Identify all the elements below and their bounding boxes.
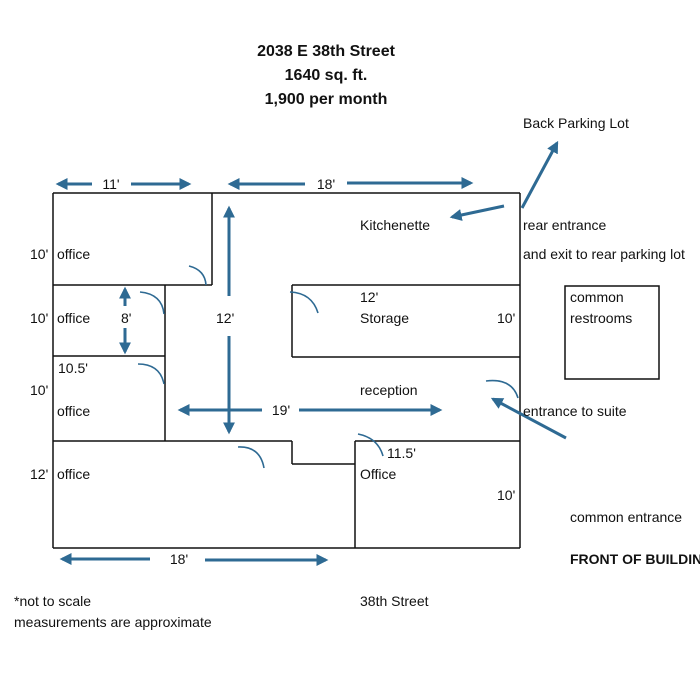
arrows <box>55 140 567 566</box>
door-swing-suite-entrance <box>485 379 519 399</box>
dim-office3-width: 10.5' <box>58 360 88 376</box>
door-swing-office4 <box>237 446 265 469</box>
dim-office1-height: 10' <box>30 246 48 262</box>
note-approximate: measurements are approximate <box>14 614 212 630</box>
dim-office4-height: 12' <box>30 466 48 482</box>
label-office-4: office <box>57 466 90 482</box>
dim-storage-width: 12' <box>360 289 378 305</box>
address-title: 2038 E 38th Street <box>257 43 396 60</box>
label-office-5: Office <box>360 466 397 482</box>
note-not-to-scale: *not to scale <box>14 593 91 609</box>
dim-office5-height: 10' <box>497 487 515 503</box>
label-office-3: office <box>57 403 90 419</box>
label-rear-entrance: rear entrance <box>523 217 606 233</box>
door-swing-office2 <box>139 291 165 315</box>
label-entrance-to-suite: entrance to suite <box>523 403 627 419</box>
arrow-entrance-suite <box>490 397 567 440</box>
area-title: 1640 sq. ft. <box>285 67 368 84</box>
door-swing-office1 <box>188 265 207 286</box>
label-front-of-building: FRONT OF BUILDIN <box>570 551 700 567</box>
walls <box>52 192 660 549</box>
door-swing-office3 <box>137 363 165 385</box>
dim-top-left-width: 11' <box>102 176 119 192</box>
label-office-1: office <box>57 246 90 262</box>
doors <box>137 265 519 469</box>
price-title: 1,900 per month <box>265 91 388 108</box>
label-rear-exit: and exit to rear parking lot <box>523 246 685 262</box>
label-kitchenette: Kitchenette <box>360 217 430 233</box>
dim-office3-height: 10' <box>30 382 48 398</box>
dim-office2-height: 10' <box>30 310 48 326</box>
label-common-entrance: common entrance <box>570 509 682 525</box>
label-common-restrooms-line1: common <box>570 289 624 305</box>
door-swing-office5 <box>357 433 384 457</box>
dim-top-right-width: 18' <box>317 176 335 192</box>
label-storage: Storage <box>360 310 409 326</box>
label-back-parking-lot: Back Parking Lot <box>523 115 629 131</box>
arrow-back-parking <box>520 140 559 209</box>
dim-bottom-width: 18' <box>170 551 188 567</box>
label-common-restrooms-line2: restrooms <box>570 310 632 326</box>
common-restrooms-box <box>564 285 660 380</box>
label-office-2: office <box>57 310 90 326</box>
dim-hall-length: 12' <box>216 310 234 326</box>
dim-office2-width: 8' <box>121 310 131 326</box>
arrow-kitchenette <box>449 204 505 221</box>
label-street: 38th Street <box>360 593 429 609</box>
label-reception: reception <box>360 382 418 398</box>
door-swing-storage <box>289 291 319 314</box>
dim-storage-height: 10' <box>497 310 515 326</box>
dim-reception-width: 19' <box>272 402 290 418</box>
dim-office5-width: 11.5' <box>387 445 416 461</box>
